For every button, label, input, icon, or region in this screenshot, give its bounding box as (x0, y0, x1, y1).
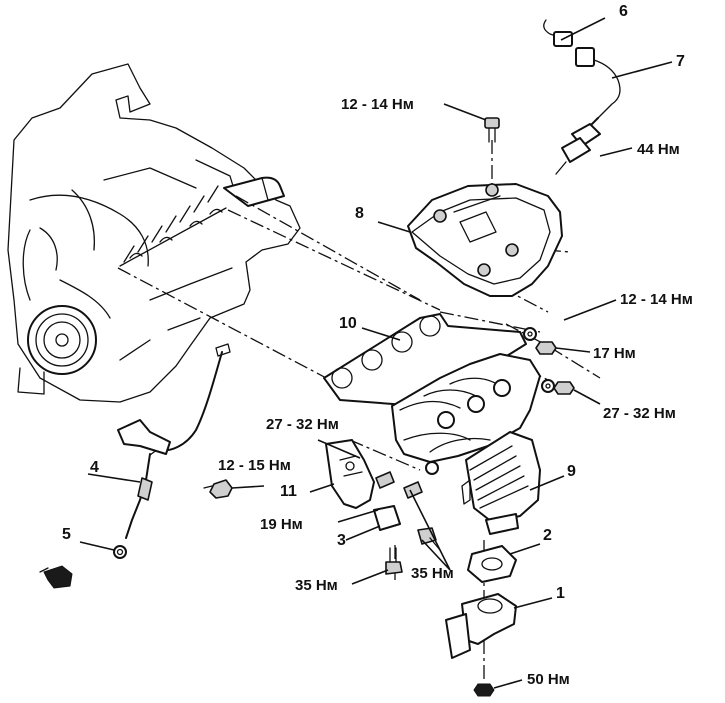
torque-shield-bolt-lower: 12 - 14 Нм (620, 291, 693, 308)
callout-3: 3 (337, 532, 346, 549)
dipstick-o-ring (39, 545, 127, 589)
torque-bracket-27-32: 27 - 32 Нм (266, 416, 339, 433)
callout-6: 6 (619, 3, 628, 20)
manifold-bracket (325, 439, 375, 509)
oxygen-sensor (543, 19, 621, 175)
dipstick-tube (117, 343, 231, 539)
engine-block (7, 63, 301, 403)
callout-7: 7 (676, 53, 685, 70)
callout-5: 5 (62, 526, 71, 543)
torque-front-pipe-nut: 50 Нм (527, 671, 570, 688)
torque-shield-bolt-top: 12 - 14 Нм (341, 96, 414, 113)
callout-8: 8 (355, 205, 364, 222)
catalytic-converter (461, 431, 541, 535)
manifold-nuts (523, 327, 575, 395)
front-pipe (445, 593, 517, 697)
dipstick-bolt (203, 479, 233, 499)
torque-manifold-nut-17: 17 Нм (593, 345, 636, 362)
torque-oxygen-sensor: 44 Нм (637, 141, 680, 158)
exhaust-manifold (391, 353, 541, 475)
torque-dipstick-bolt: 12 - 15 Нм (218, 457, 291, 474)
callout-4: 4 (90, 459, 99, 476)
torque-manifold-nut-27-32: 27 - 32 Нм (603, 405, 676, 422)
leader-lines (79, 17, 673, 689)
shield-bolt-top (484, 117, 500, 143)
heat-shield (407, 183, 563, 297)
manifold-gasket (323, 313, 527, 407)
torque-support-bolts-35: 35 Нм (411, 565, 454, 582)
callout-11: 11 (280, 483, 297, 500)
torque-support-bolt-35: 35 Нм (295, 577, 338, 594)
callout-2: 2 (543, 527, 552, 544)
flange-gasket (467, 545, 517, 583)
bracket-bolts (375, 471, 423, 499)
callout-1: 1 (556, 585, 565, 602)
callout-10: 10 (339, 315, 357, 332)
support-bracket (373, 505, 441, 575)
torque-bracket-bolt-19: 19 Нм (260, 516, 303, 533)
callout-9: 9 (567, 463, 576, 480)
